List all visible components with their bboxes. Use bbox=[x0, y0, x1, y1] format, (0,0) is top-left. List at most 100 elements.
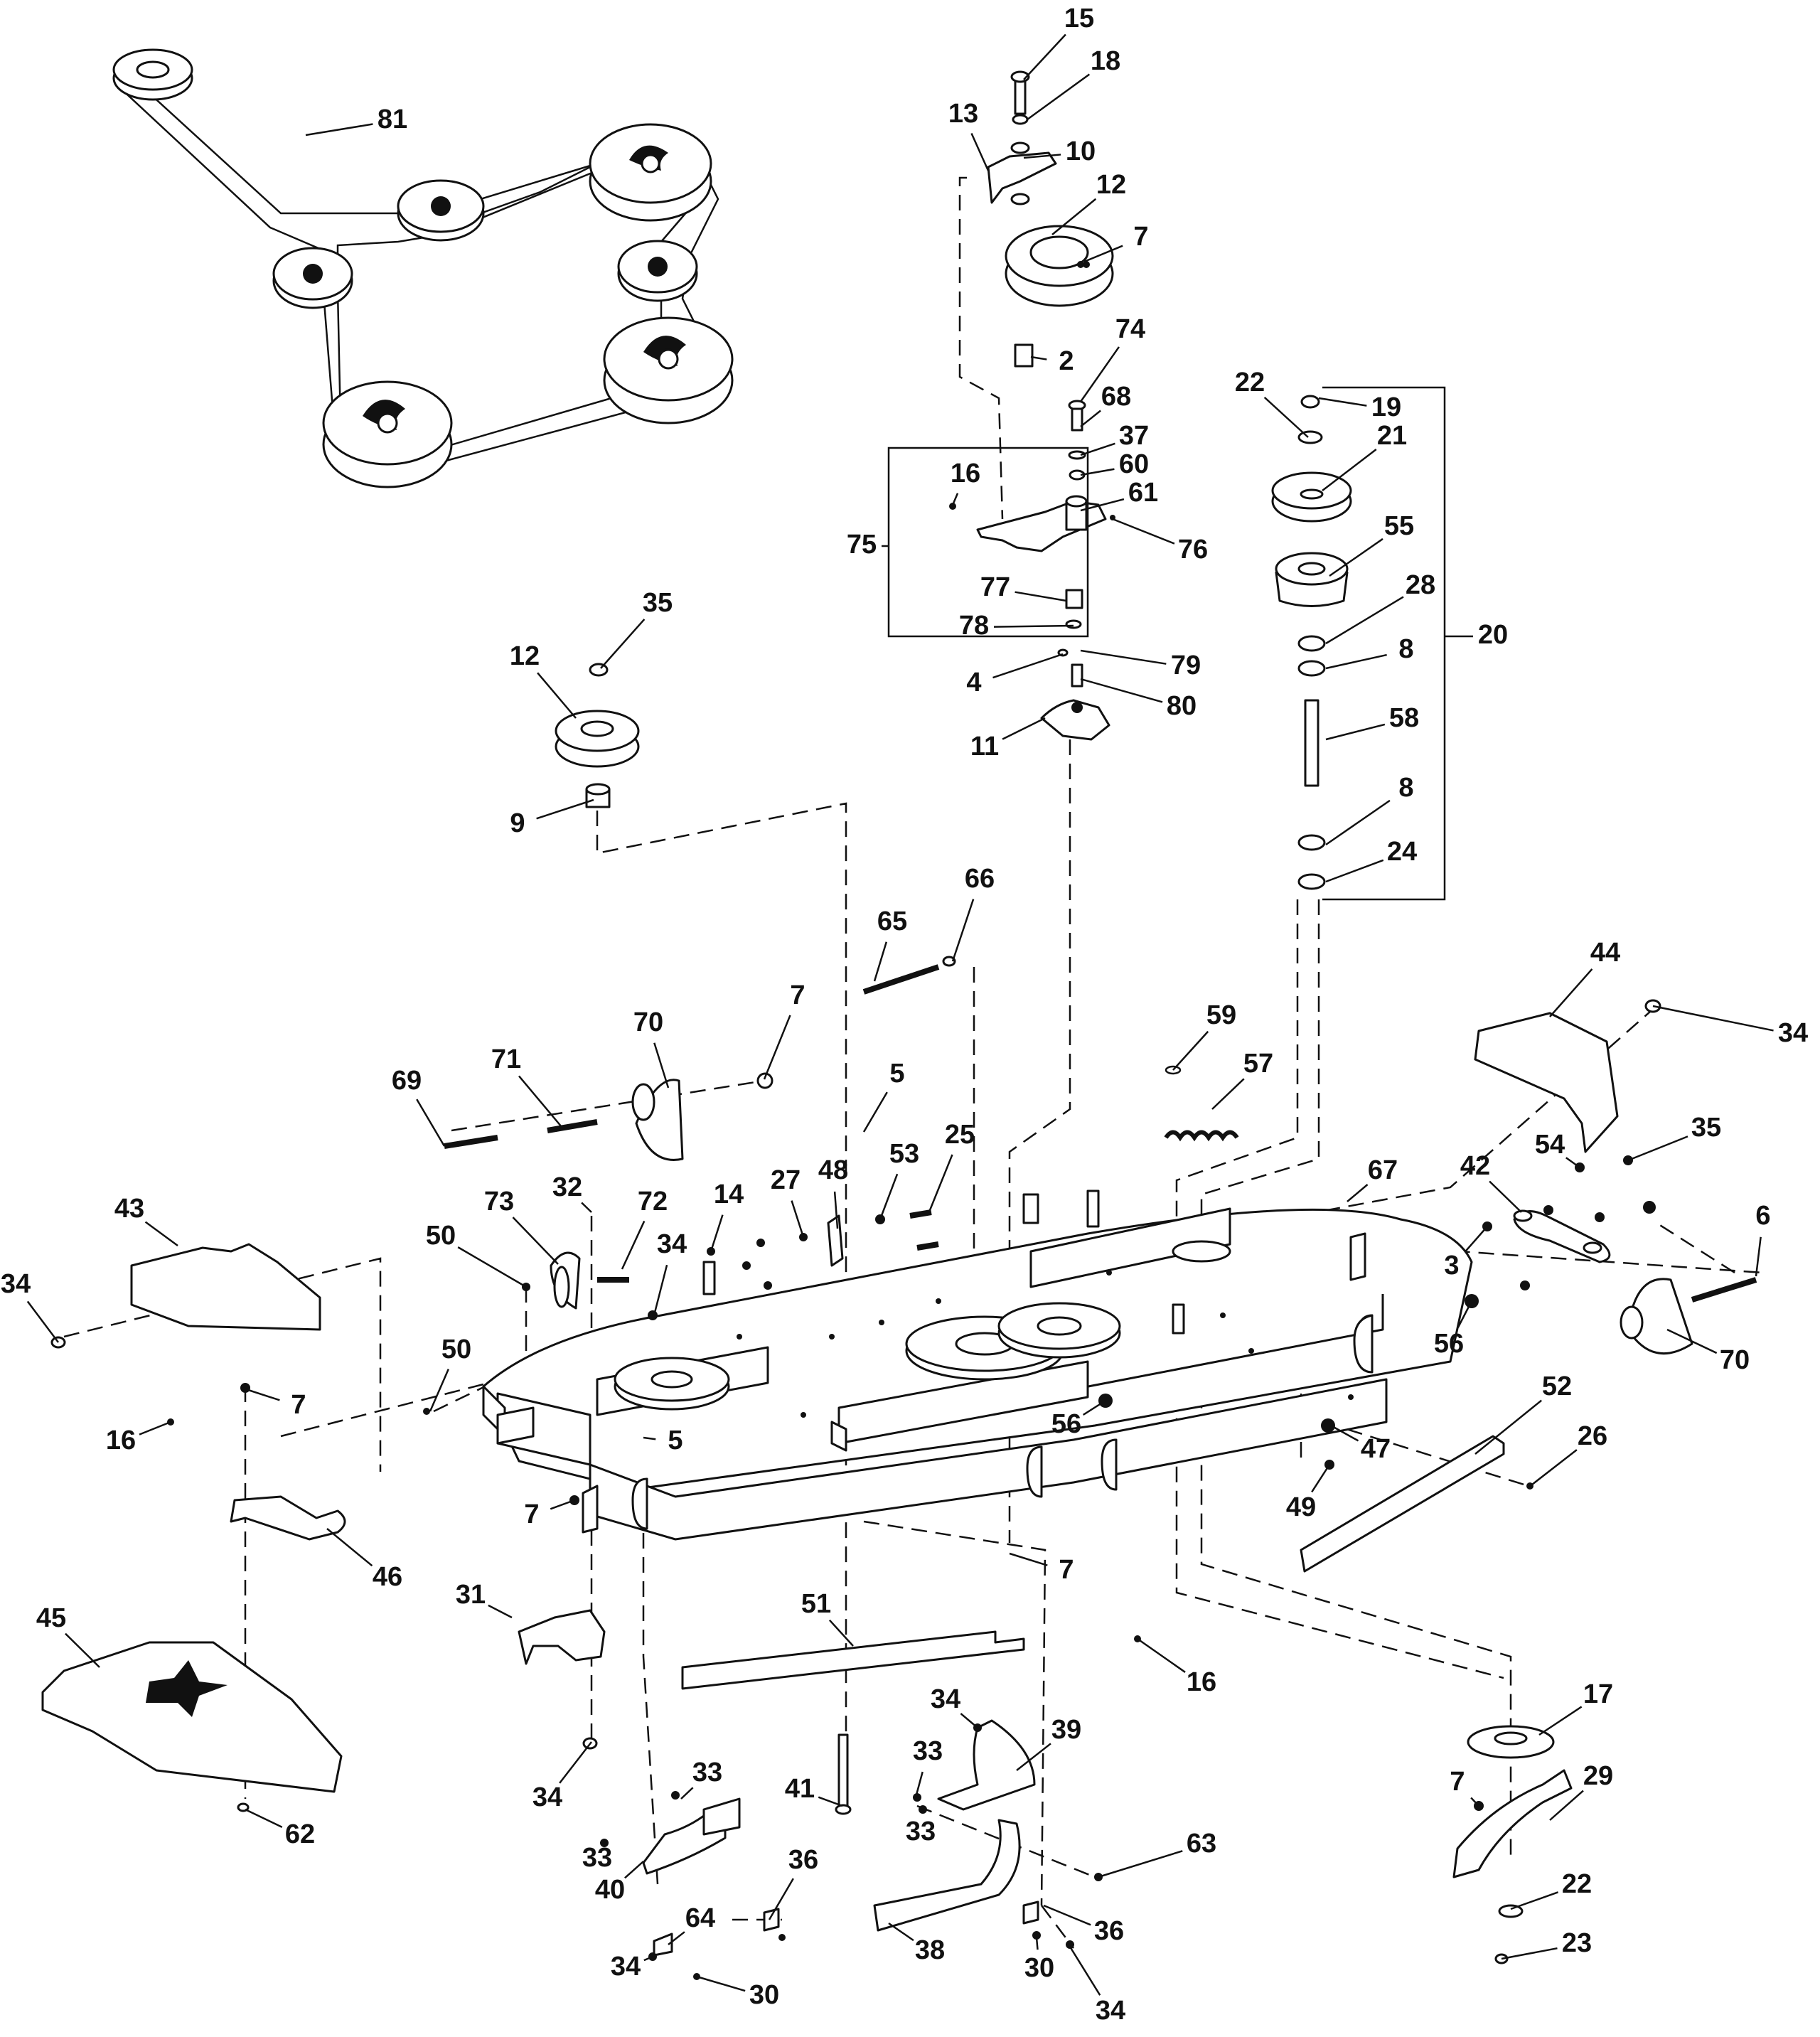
callout-label-57: 57 bbox=[1243, 1049, 1273, 1079]
callout-leader-33 bbox=[680, 1787, 694, 1800]
loose-parts bbox=[41, 956, 1757, 1980]
callout-label-62: 62 bbox=[285, 1819, 315, 1849]
callout-leader-45 bbox=[65, 1632, 100, 1668]
callout-leader-13 bbox=[970, 133, 990, 171]
callout-label-35: 35 bbox=[643, 588, 673, 618]
callout-label-23: 23 bbox=[1562, 1928, 1592, 1958]
callout-label-54: 54 bbox=[1535, 1130, 1565, 1160]
callout-label-56: 56 bbox=[1051, 1409, 1081, 1439]
callout-label-3: 3 bbox=[1444, 1251, 1459, 1281]
callout-label-65: 65 bbox=[877, 907, 907, 936]
callout-label-49: 49 bbox=[1286, 1492, 1316, 1522]
callout-label-34: 34 bbox=[1, 1269, 31, 1299]
callout-label-9: 9 bbox=[510, 808, 525, 838]
callout-label-59: 59 bbox=[1206, 1000, 1236, 1030]
callout-label-48: 48 bbox=[818, 1155, 848, 1185]
callout-label-55: 55 bbox=[1384, 511, 1414, 541]
callout-leader-73 bbox=[512, 1217, 559, 1265]
callout-label-7: 7 bbox=[291, 1390, 306, 1420]
callout-label-39: 39 bbox=[1051, 1715, 1081, 1745]
callout-leader-7 bbox=[1083, 245, 1123, 263]
callout-label-13: 13 bbox=[948, 99, 978, 129]
callout-label-33: 33 bbox=[692, 1758, 722, 1787]
callout-label-7: 7 bbox=[1133, 222, 1148, 252]
callout-leader-28 bbox=[1325, 596, 1404, 645]
callout-label-33: 33 bbox=[582, 1843, 612, 1873]
callout-leader-34 bbox=[1652, 1005, 1774, 1032]
callout-label-34: 34 bbox=[657, 1229, 687, 1259]
callout-leader-53 bbox=[879, 1173, 899, 1220]
callout-leader-7 bbox=[1470, 1797, 1479, 1807]
callout-label-5: 5 bbox=[668, 1426, 682, 1455]
callout-label-28: 28 bbox=[1406, 570, 1435, 600]
callout-label-45: 45 bbox=[36, 1603, 66, 1633]
callout-label-78: 78 bbox=[959, 611, 989, 641]
callout-leader-9 bbox=[536, 798, 594, 820]
callout-leader-7 bbox=[1009, 1552, 1048, 1566]
callout-label-34: 34 bbox=[1778, 1018, 1808, 1048]
callout-label-18: 18 bbox=[1091, 46, 1120, 76]
callout-leader-18 bbox=[1027, 73, 1091, 121]
callout-label-50: 50 bbox=[441, 1335, 471, 1364]
callout-label-22: 22 bbox=[1562, 1869, 1592, 1899]
callout-label-17: 17 bbox=[1583, 1679, 1613, 1709]
callout-leader-17 bbox=[1538, 1706, 1583, 1736]
callout-leader-8 bbox=[1325, 653, 1387, 670]
callout-leader-56 bbox=[1082, 1399, 1106, 1416]
callout-leader-78 bbox=[993, 624, 1074, 628]
callout-label-24: 24 bbox=[1387, 837, 1417, 867]
callout-leader-21 bbox=[1322, 449, 1377, 491]
callout-label-27: 27 bbox=[771, 1165, 801, 1195]
callout-leader-37 bbox=[1080, 442, 1115, 456]
callout-label-7: 7 bbox=[1450, 1767, 1465, 1797]
callout-leader-40 bbox=[624, 1861, 644, 1879]
callout-label-10: 10 bbox=[1066, 137, 1096, 166]
callout-label-25: 25 bbox=[945, 1120, 975, 1150]
callout-label-7: 7 bbox=[790, 980, 805, 1010]
callout-leader-44 bbox=[1549, 968, 1593, 1017]
callout-leader-58 bbox=[1325, 723, 1386, 741]
callout-leader-64 bbox=[668, 1931, 685, 1945]
callout-label-42: 42 bbox=[1460, 1151, 1490, 1181]
callout-leader-25 bbox=[928, 1154, 953, 1211]
callout-label-5: 5 bbox=[889, 1059, 904, 1089]
callout-leader-70 bbox=[653, 1042, 670, 1089]
callout-label-69: 69 bbox=[392, 1066, 422, 1096]
callout-label-77: 77 bbox=[980, 572, 1010, 602]
callout-leader-16 bbox=[950, 493, 959, 509]
callout-label-31: 31 bbox=[456, 1580, 486, 1610]
callout-label-22: 22 bbox=[1235, 368, 1265, 397]
callout-label-36: 36 bbox=[788, 1845, 818, 1875]
callout-leader-65 bbox=[873, 941, 888, 982]
callout-label-4: 4 bbox=[966, 668, 981, 697]
callout-label-71: 71 bbox=[491, 1044, 521, 1074]
callout-leader-31 bbox=[488, 1604, 513, 1619]
callout-leader-26 bbox=[1531, 1449, 1578, 1485]
callout-leader-77 bbox=[1015, 591, 1067, 602]
callout-leader-33 bbox=[603, 1840, 606, 1844]
callout-leader-22 bbox=[1263, 396, 1309, 438]
callout-label-16: 16 bbox=[1187, 1667, 1216, 1697]
callout-label-33: 33 bbox=[913, 1736, 943, 1766]
callout-label-61: 61 bbox=[1128, 478, 1158, 508]
callout-label-41: 41 bbox=[785, 1774, 815, 1804]
callout-label-73: 73 bbox=[484, 1187, 514, 1217]
callout-leader-2 bbox=[1030, 355, 1047, 360]
callout-label-34: 34 bbox=[532, 1782, 562, 1812]
callout-leader-39 bbox=[1016, 1743, 1051, 1771]
callout-leader-34 bbox=[1069, 1946, 1101, 1996]
callout-label-6: 6 bbox=[1755, 1201, 1770, 1231]
callout-label-66: 66 bbox=[965, 864, 995, 894]
callout-leader-3 bbox=[1464, 1226, 1488, 1253]
callout-leader-19 bbox=[1318, 397, 1367, 407]
callout-leader-56 bbox=[1457, 1300, 1473, 1328]
callout-leader-38 bbox=[888, 1922, 914, 1942]
callout-leader-70 bbox=[1666, 1328, 1718, 1354]
callout-leader-59 bbox=[1172, 1030, 1209, 1071]
callout-leader-76 bbox=[1112, 518, 1175, 545]
callout-label-60: 60 bbox=[1119, 449, 1149, 479]
callout-label-43: 43 bbox=[114, 1194, 144, 1224]
callout-label-33: 33 bbox=[906, 1817, 936, 1846]
callout-label-67: 67 bbox=[1368, 1155, 1398, 1185]
